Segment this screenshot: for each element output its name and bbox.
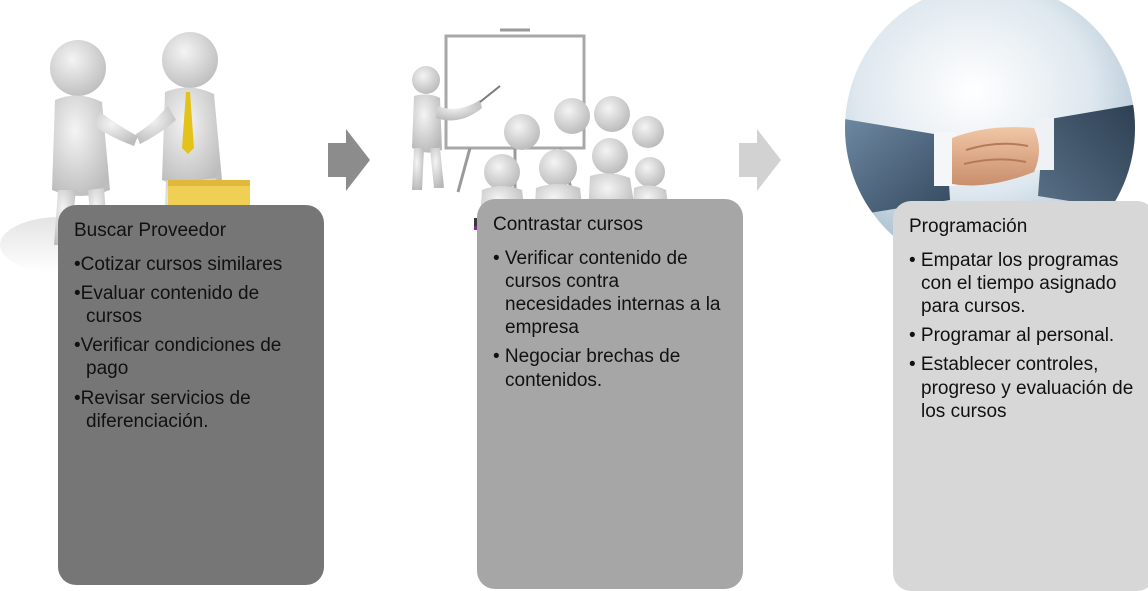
step-items: Empatar los programas con el tiempo asig… [909,249,1139,423]
arrow-right-icon [739,129,781,191]
step-items: Cotizar cursos similares Evaluar conteni… [74,253,308,433]
step-title: Programación [909,216,1028,237]
step-card-contrastar-cursos: Contrastar cursos Verificar contenido de… [477,199,743,589]
list-item: Revisar servicios de diferenciación. [74,387,308,433]
step-title: Buscar Proveedor [74,220,227,241]
list-item: Establecer controles, progreso y evaluac… [909,353,1139,423]
step-card-programacion: Programación Empatar los programas con e… [893,201,1148,591]
list-item: Empatar los programas con el tiempo asig… [909,249,1139,319]
arrow-right-icon [328,129,370,191]
step-card-buscar-proveedor: Buscar Proveedor Cotizar cursos similare… [58,205,324,585]
step-title: Contrastar cursos [493,214,643,235]
list-item: Programar al personal. [909,324,1139,347]
list-item: Negociar brechas de contenidos. [493,345,727,391]
list-item: Cotizar cursos similares [74,253,308,276]
list-item: Evaluar contenido de cursos [74,282,308,328]
list-item: Verificar condiciones de pago [74,334,308,380]
step-items: Verificar contenido de cursos contra nec… [493,247,727,392]
list-item: Verificar contenido de cursos contra nec… [493,247,727,340]
